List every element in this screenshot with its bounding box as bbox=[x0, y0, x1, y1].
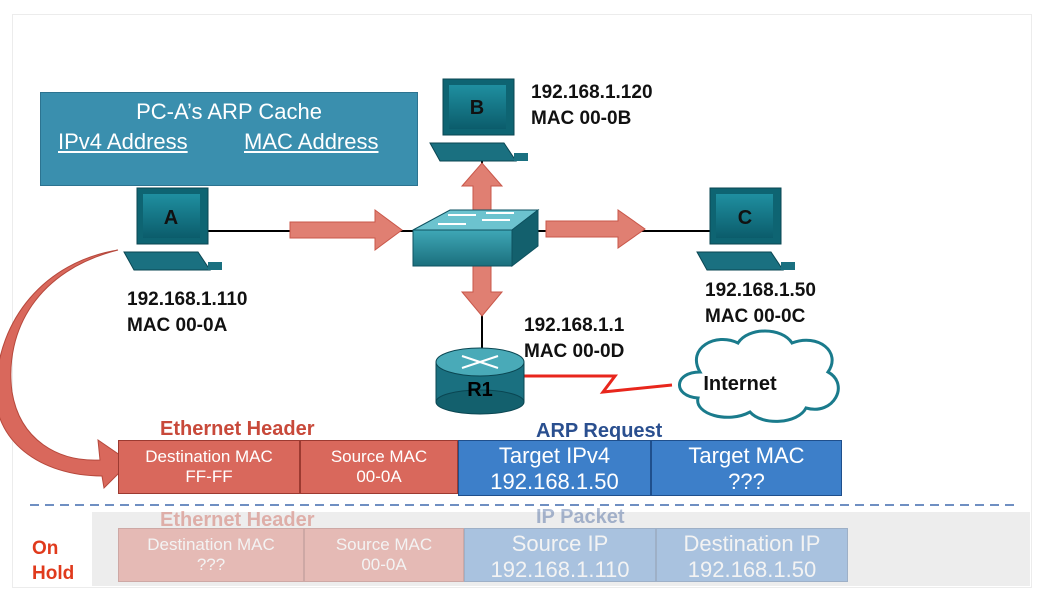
arp-request-label: ARP Request bbox=[536, 420, 663, 442]
hold-source-mac: Source MAC 00-0A bbox=[304, 528, 464, 582]
cell-title: Source MAC bbox=[335, 535, 433, 554]
host-a-ip: 192.168.1.110 bbox=[127, 289, 248, 310]
pc-b-icon[interactable]: B bbox=[429, 78, 528, 162]
cell-title: Source MAC bbox=[330, 447, 428, 466]
cell-value: ??? bbox=[728, 469, 765, 494]
cell-title: Target IPv4 bbox=[498, 443, 611, 468]
pc-c-label: C bbox=[738, 207, 752, 229]
arp-cache-title: PC-A’s ARP Cache bbox=[136, 99, 322, 124]
arp-frame-target-mac: Target MAC ??? bbox=[651, 440, 842, 496]
cell-value: 192.168.1.50 bbox=[687, 557, 817, 582]
curved-arrow-to-frame bbox=[0, 249, 131, 490]
ethernet-header-label: Ethernet Header bbox=[160, 418, 315, 440]
pc-c-icon[interactable]: C bbox=[696, 187, 795, 271]
cell-title: Destination MAC bbox=[147, 535, 275, 554]
dashed-separator bbox=[30, 504, 1015, 506]
arp-frame-destination-mac: Destination MAC FF-FF bbox=[118, 440, 300, 494]
host-c-mac: MAC 00-0C bbox=[705, 306, 806, 327]
cell-value: 00-0A bbox=[361, 555, 407, 574]
on-hold-status-line2: Hold bbox=[32, 563, 75, 584]
arrow-down-to-r1 bbox=[460, 265, 504, 317]
flow-arrows bbox=[0, 162, 646, 490]
host-a-mac: MAC 00-0A bbox=[127, 315, 228, 336]
pc-a-icon[interactable]: A bbox=[123, 187, 222, 271]
router-r1-mac: MAC 00-0D bbox=[524, 341, 625, 362]
arp-cache-table: PC-A’s ARP Cache IPv4 Address MAC Addres… bbox=[40, 92, 418, 186]
on-hold-band bbox=[92, 512, 1030, 586]
internet-label: Internet bbox=[703, 373, 777, 395]
hold-ethernet-header-label: Ethernet Header bbox=[160, 509, 315, 531]
cell-title: Destination MAC bbox=[145, 447, 273, 466]
arp-frame-target-ipv4: Target IPv4 192.168.1.50 bbox=[458, 440, 651, 496]
arrow-up-to-b bbox=[460, 162, 504, 211]
on-hold-status-line1: On bbox=[32, 538, 59, 559]
cell-title: Target MAC bbox=[688, 443, 805, 468]
cell-title: Destination IP bbox=[683, 531, 821, 556]
arp-cache-col-ip: IPv4 Address bbox=[58, 129, 188, 154]
pc-a-label: A bbox=[164, 207, 178, 229]
cell-value: 192.168.1.110 bbox=[490, 557, 630, 582]
arp-cache-col-mac: MAC Address bbox=[244, 129, 379, 154]
host-b-mac: MAC 00-0B bbox=[531, 108, 632, 129]
cell-title: Source IP bbox=[511, 531, 609, 556]
cell-value: FF-FF bbox=[185, 467, 233, 486]
pc-b-label: B bbox=[470, 97, 484, 119]
switch-icon[interactable] bbox=[412, 208, 540, 268]
arrow-right-to-switch bbox=[289, 209, 403, 251]
hold-source-ip: Source IP 192.168.1.110 bbox=[464, 528, 656, 582]
hold-destination-mac: Destination MAC ??? bbox=[118, 528, 304, 582]
internet-cloud-icon[interactable]: Internet bbox=[678, 329, 840, 423]
router-r1-ip: 192.168.1.1 bbox=[524, 315, 625, 336]
ip-packet-label: IP Packet bbox=[536, 506, 625, 528]
hold-destination-ip: Destination IP 192.168.1.50 bbox=[656, 528, 848, 582]
router-icon[interactable]: R1 bbox=[435, 347, 525, 415]
arp-frame-source-mac: Source MAC 00-0A bbox=[300, 440, 458, 494]
cell-value: ??? bbox=[196, 555, 226, 574]
host-b-ip: 192.168.1.120 bbox=[531, 82, 653, 103]
cell-value: 192.168.1.50 bbox=[490, 469, 619, 494]
serial-link bbox=[523, 374, 673, 394]
host-c-ip: 192.168.1.50 bbox=[705, 280, 816, 301]
cell-value: 00-0A bbox=[356, 467, 402, 486]
r1-label: R1 bbox=[467, 379, 493, 401]
arrow-right-to-c bbox=[545, 209, 646, 249]
